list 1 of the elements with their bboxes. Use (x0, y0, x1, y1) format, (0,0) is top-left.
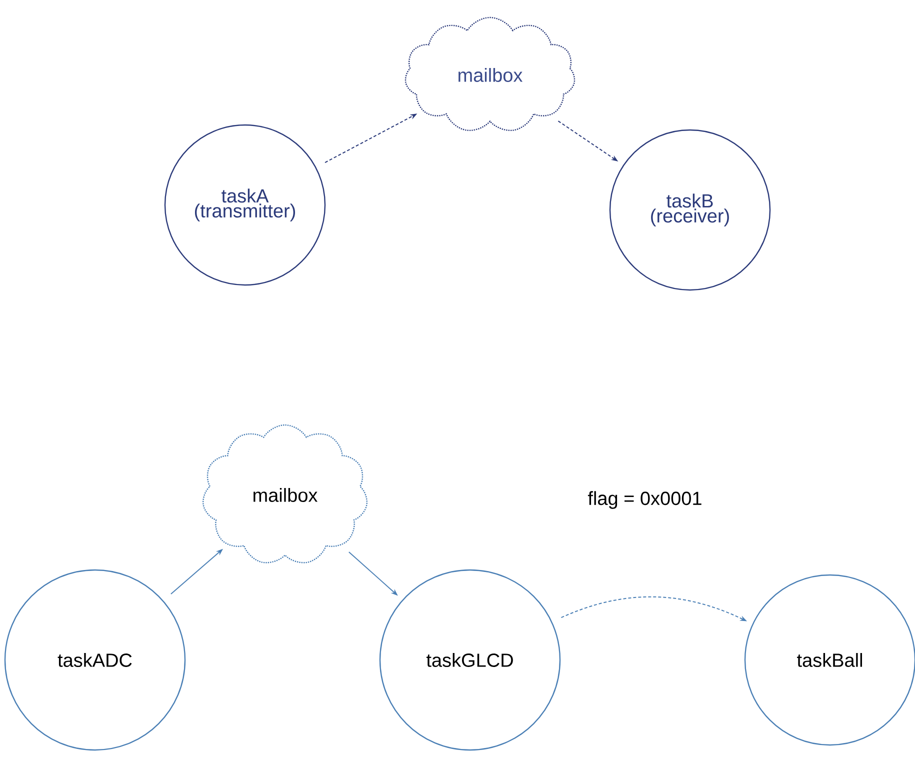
edge-label: flag = 0x0001 (586, 489, 704, 511)
